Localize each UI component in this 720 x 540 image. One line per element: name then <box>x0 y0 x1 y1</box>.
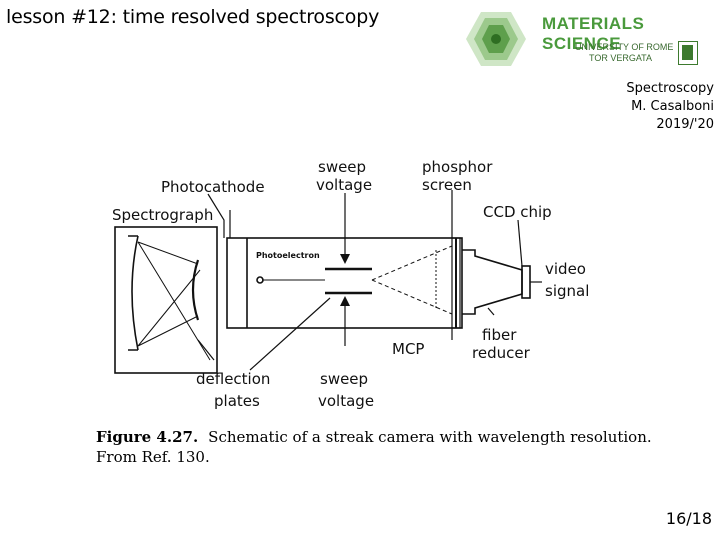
caption-text: Schematic of a streak camera with wavele… <box>208 428 652 446</box>
label-fiber-1: fiber <box>482 326 517 344</box>
label-ccd-chip: CCD chip <box>483 203 552 221</box>
figure-caption: Figure 4.27. Schematic of a streak camera… <box>96 427 652 467</box>
ccd-chip <box>521 265 531 299</box>
label-photoelectron: Photoelectron <box>256 251 320 260</box>
caption-reference: From Ref. 130. <box>96 448 210 466</box>
label-deflection-2: plates <box>214 392 260 410</box>
fiber-reducer <box>462 249 523 315</box>
spectrograph-mirror-right <box>191 259 200 321</box>
label-spectrograph: Spectrograph <box>112 206 213 224</box>
spectrograph-box <box>114 226 218 374</box>
course-author: M. Casalboni <box>631 99 714 114</box>
logo-brand-text: MATERIALS SCIENCE <box>542 14 645 53</box>
label-phosphor-1: phosphor <box>422 158 493 176</box>
label-sweep-bottom-1: sweep <box>320 370 368 388</box>
label-video-2: signal <box>545 282 589 300</box>
logo-university-text: UNIVERSITY OF ROME TOR VERGATA <box>575 42 673 64</box>
label-sweep-top-1: sweep <box>318 158 366 176</box>
label-sweep-bottom-2: voltage <box>318 392 374 410</box>
label-phosphor-2: screen <box>422 176 472 194</box>
label-photocathode: Photocathode <box>161 178 265 196</box>
caption-figure-number: Figure 4.27. <box>96 428 199 446</box>
streak-camera-schematic: Photocathode Spectrograph Photoelectron … <box>112 158 589 410</box>
course-info: Spectroscopy M. Casalboni 2019/'20 <box>626 80 714 134</box>
label-sweep-top-2: voltage <box>316 176 372 194</box>
course-year: 2019/'20 <box>656 117 714 132</box>
university-badge-icon <box>678 41 698 65</box>
label-video-1: video <box>545 260 586 278</box>
hexagon-logo-icon <box>466 12 526 66</box>
page-number: 16/18 <box>665 509 712 528</box>
label-deflection-1: deflection <box>196 370 270 388</box>
spectrograph-mirror-left <box>131 235 139 351</box>
course-name: Spectroscopy <box>626 81 714 96</box>
materials-science-logo: MATERIALS SCIENCE UNIVERSITY OF ROME TOR… <box>460 10 710 72</box>
label-fiber-2: reducer <box>472 344 531 362</box>
logo-university-line1: UNIVERSITY OF ROME <box>575 42 674 52</box>
logo-university-line2: TOR VERGATA <box>589 53 653 63</box>
slide-title: lesson #12: time resolved spectroscopy <box>6 6 380 28</box>
label-mcp: MCP <box>392 340 424 358</box>
